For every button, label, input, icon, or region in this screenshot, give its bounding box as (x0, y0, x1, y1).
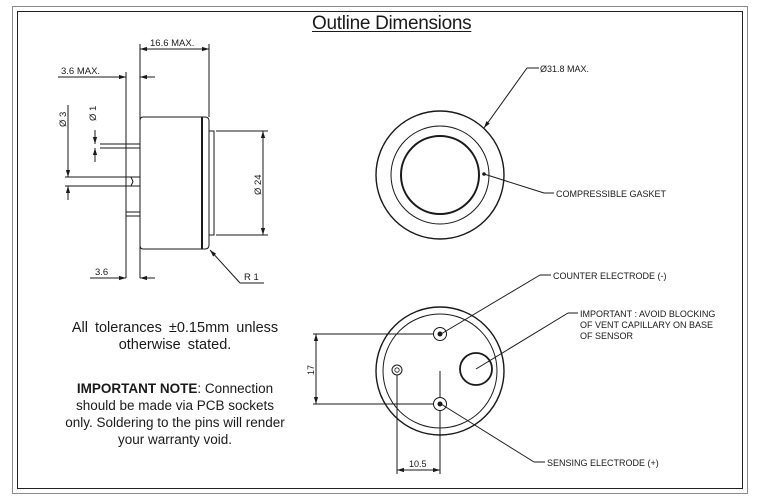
reference-electrode-pin (391, 364, 403, 376)
sensor-body-outline (139, 116, 210, 250)
side-view-labels: 16.6 MAX. 3.6 MAX. 3.6 R 1 Ø 3 Ø 1 Ø 24 (58, 38, 264, 283)
side-view (58, 44, 268, 284)
label-counter-electrode: COUNTER ELECTRODE (-) (553, 271, 667, 281)
bottom-view (313, 274, 578, 474)
pin-middle (65, 176, 140, 187)
label-vent-line3: OF SENSOR (580, 331, 634, 341)
leader-sensing-electrode (440, 403, 535, 463)
label-dim-vertical: 17 (306, 365, 316, 375)
top-view-labels: Ø31.8 MAX. COMPRESSIBLE GASKET (540, 64, 667, 199)
tolerance-line-2: otherwise stated. (118, 337, 232, 353)
front-face (208, 130, 215, 236)
bottom-view-labels: COUNTER ELECTRODE (-) IMPORTANT : AVOID … (306, 271, 715, 469)
label-radius: R 1 (244, 272, 259, 283)
tolerance-note: All tolerances ±0.15mm unless otherwise … (62, 320, 288, 354)
inner-border (17, 11, 743, 489)
important-note-heading: IMPORTANT NOTE (76, 381, 198, 396)
gasket-circle (390, 125, 490, 225)
label-face-diameter: Ø 24 (253, 174, 264, 195)
leader-counter-electrode (440, 274, 541, 335)
leader-vent (475, 312, 569, 370)
important-note-body: : Connection should be made via PCB sock… (65, 381, 285, 447)
pin-bottom (125, 211, 140, 217)
top-view (375, 67, 554, 240)
label-dim-horizontal: 10.5 (409, 459, 427, 469)
outer-body-circle (375, 110, 505, 240)
label-vent-line2: OF VENT CAPILLARY ON BASE (580, 320, 713, 330)
label-sensing-electrode: SENSING ELECTRODE (+) (547, 458, 659, 468)
page-title: Outline Dimensions (312, 13, 472, 34)
leader-outer-diameter (483, 67, 528, 129)
leader-radius (209, 249, 241, 284)
label-body-length: 16.6 MAX. (150, 38, 194, 49)
label-outer-diameter: Ø31.8 MAX. (540, 64, 589, 74)
pin-top (100, 143, 140, 149)
label-pin-diameter-large: Ø 3 (58, 112, 69, 127)
label-pin-length-top: 3.6 MAX. (61, 66, 100, 77)
label-gasket: COMPRESSIBLE GASKET (556, 189, 667, 199)
tolerance-line-1: All tolerances ±0.15mm unless (71, 320, 279, 336)
label-pin-diameter-small: Ø 1 (88, 106, 99, 121)
important-note: IMPORTANT NOTE: Connection should be mad… (64, 380, 286, 448)
vent-capillary (459, 352, 493, 386)
label-vent-line1: IMPORTANT : AVOID BLOCKING (580, 309, 715, 319)
leader-gasket (483, 173, 545, 194)
outer-border (12, 6, 748, 494)
face-circle (400, 135, 480, 215)
label-pin-length-bottom: 3.6 (95, 267, 108, 278)
